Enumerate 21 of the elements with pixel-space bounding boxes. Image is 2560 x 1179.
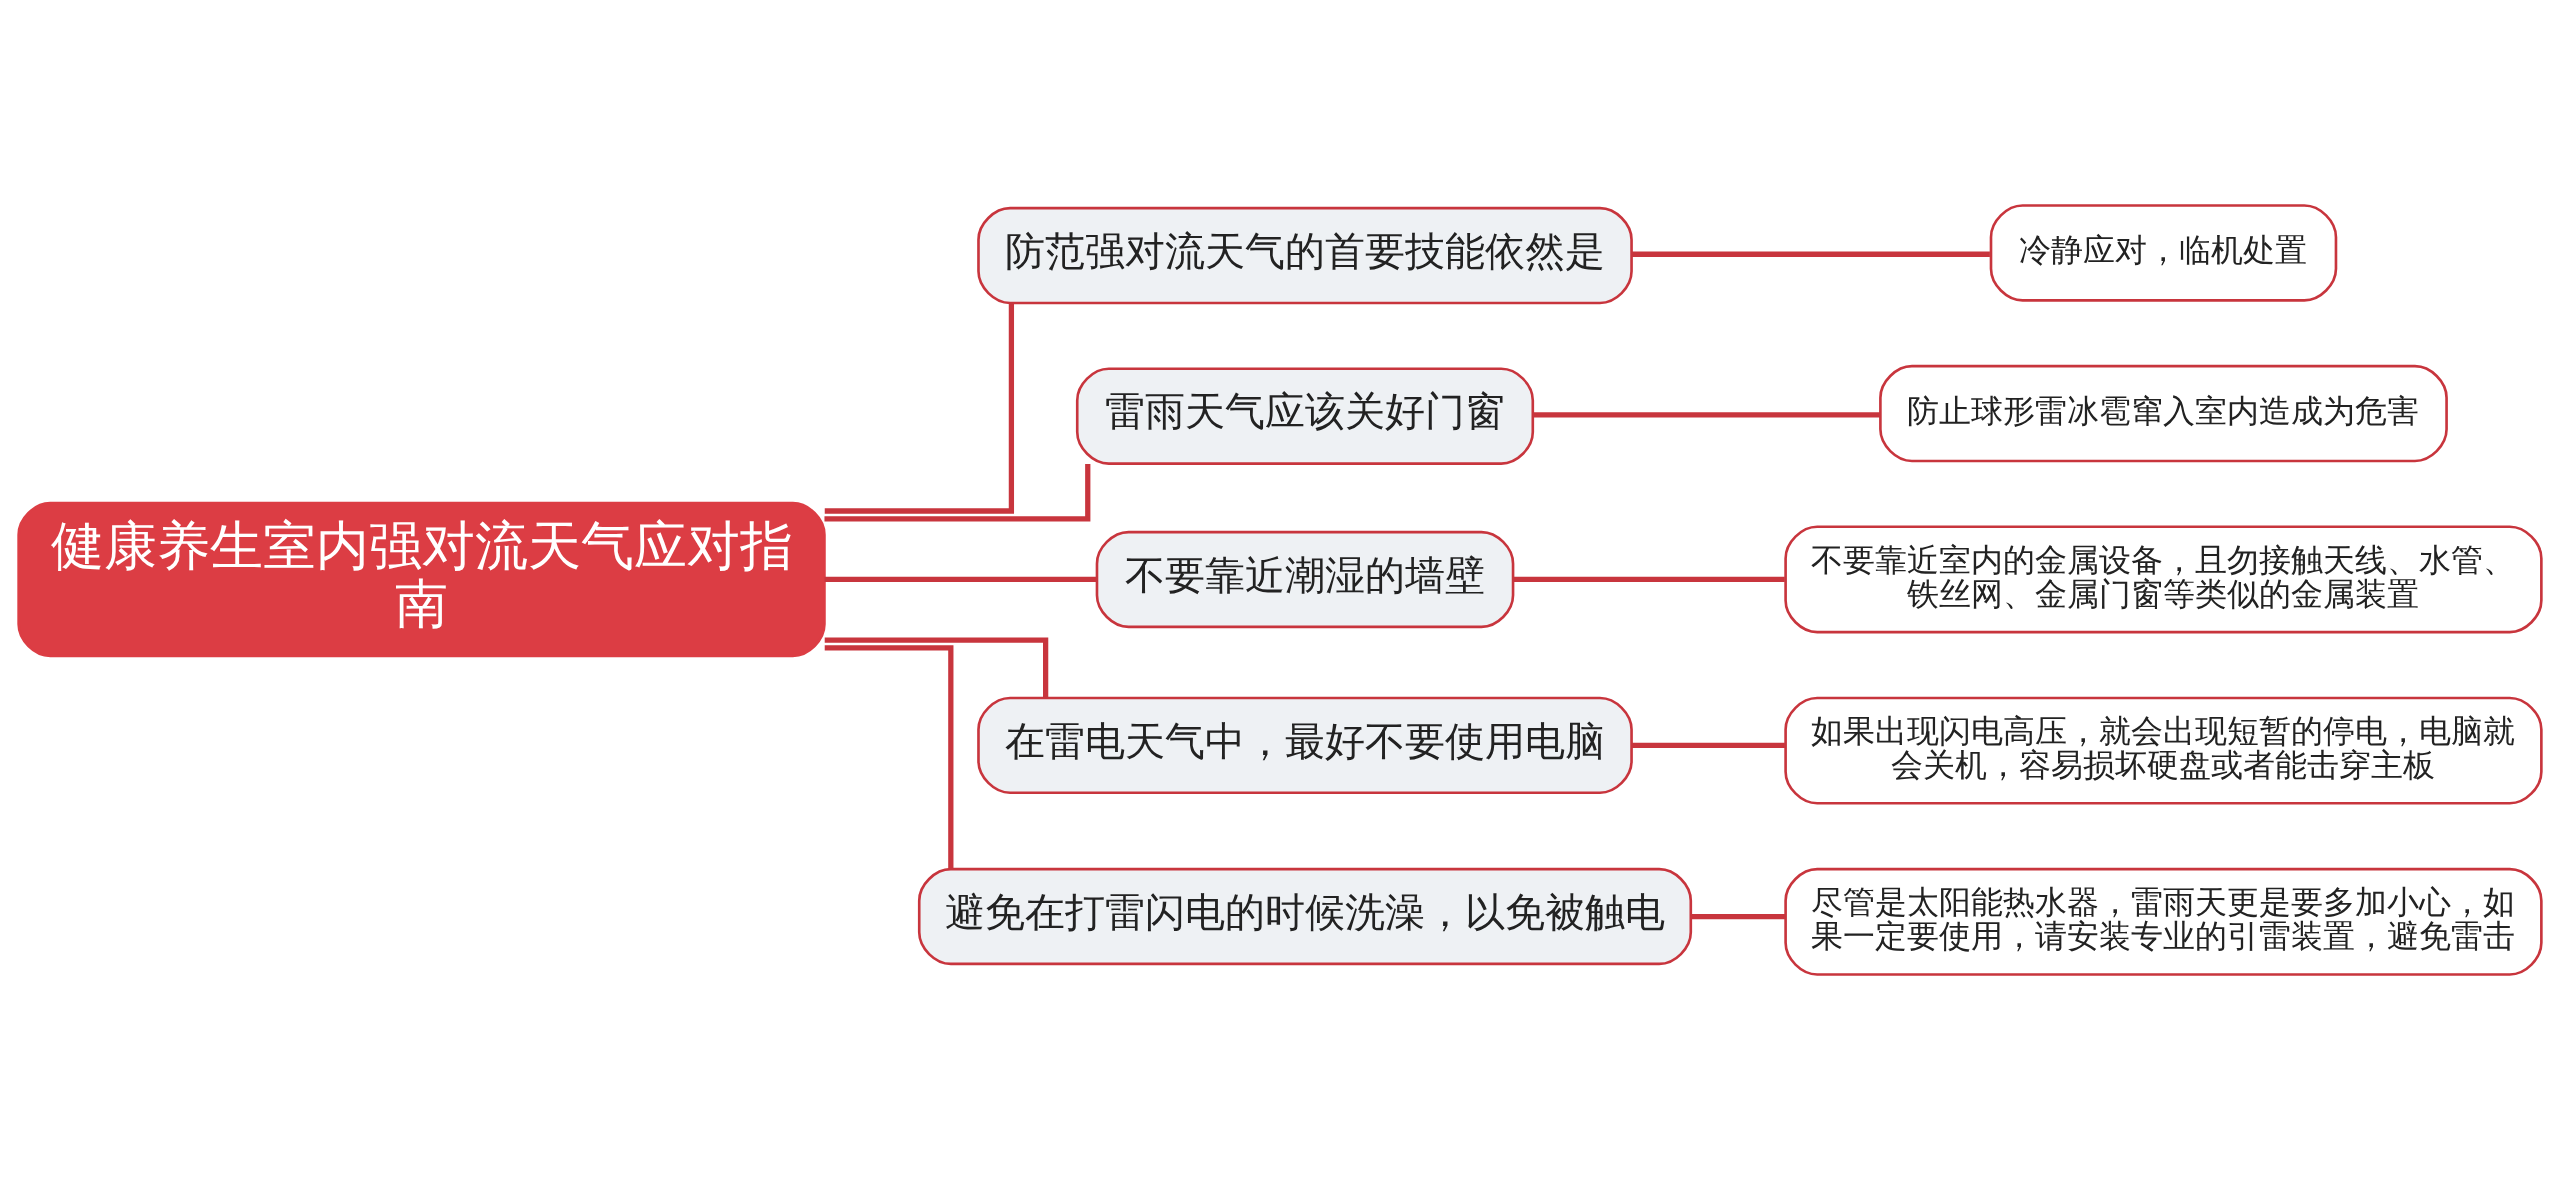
connector (1691, 913, 1786, 919)
node-box: 健康养生室内强对流天气应对指南 (17, 501, 826, 657)
node-box: 避免在打雷闪电的时候洗澡，以免被触电 (917, 867, 1693, 965)
connector (1632, 742, 1785, 748)
node-box: 防止球形雷冰雹窜入室内造成为危害 (1879, 364, 2448, 462)
node-box: 雷雨天气应该关好门窗 (1075, 367, 1535, 465)
connector (824, 303, 1015, 514)
node-box: 不要靠近室内的金属设备，且勿接触天线、水管、铁丝网、金属门窗等类似的金属装置 (1784, 525, 2543, 633)
connector (1513, 576, 1785, 582)
connector (824, 463, 1091, 522)
node-box: 在雷电天气中，最好不要使用电脑 (977, 696, 1633, 794)
node-box: 如果出现闪电高压，就会出现短暂的停电，电脑就会关机，容易损坏硬盘或者能击穿主板 (1784, 696, 2543, 805)
connector (1632, 251, 1990, 257)
node-box: 防范强对流天气的首要技能依然是 (977, 206, 1633, 304)
node-box: 尽管是太阳能热水器，雷雨天更是要多加小心，如果一定要使用，请安装专业的引雷装置，避免雷击 (1784, 867, 2543, 976)
connector (1532, 411, 1881, 417)
connector (824, 644, 954, 868)
connector (824, 636, 1049, 698)
node-box: 冷静应对，临机处置 (1989, 203, 2338, 302)
connector (824, 576, 1097, 582)
node-box: 不要靠近潮湿的墙壁 (1095, 530, 1515, 628)
